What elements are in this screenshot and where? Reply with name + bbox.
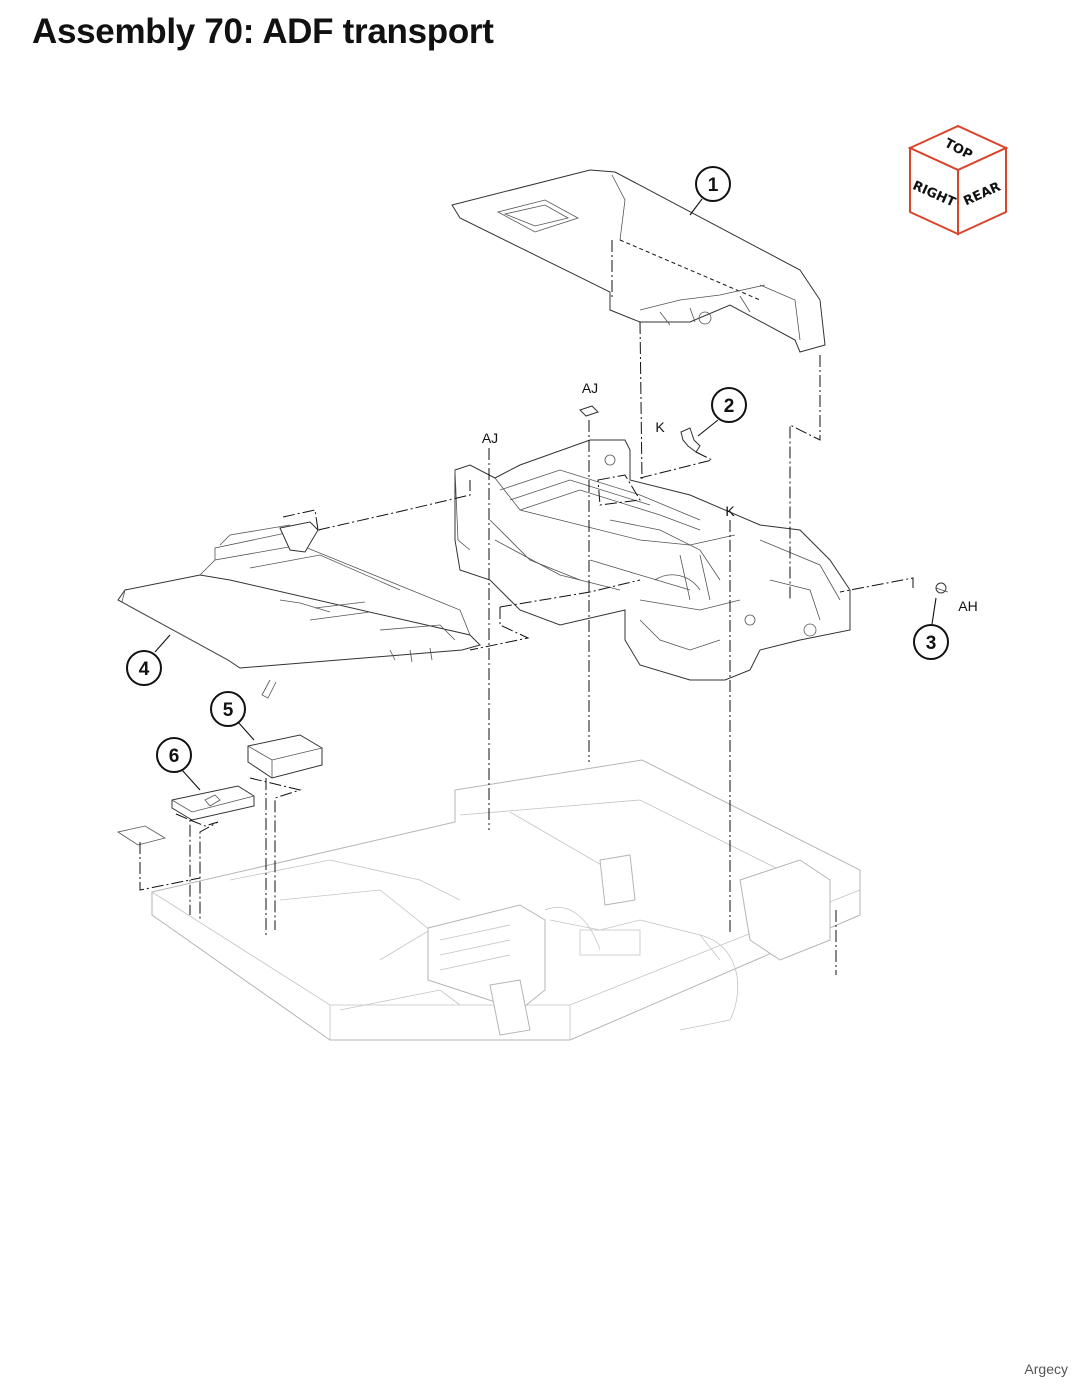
alignment-lines: [139, 240, 914, 975]
callout-3: 3: [913, 624, 949, 660]
callout-4: 4: [126, 650, 162, 686]
part-1-top-cover: [451, 169, 826, 353]
leader-lines: [154, 198, 937, 791]
callout-label: 3: [926, 633, 937, 654]
callout-label: 5: [223, 700, 234, 721]
ref-label-k-screw: K: [655, 419, 665, 435]
scanner-base: [151, 759, 861, 1041]
part-6-plate: [171, 785, 255, 821]
callout-label: 2: [724, 396, 735, 417]
page-title: Assembly 70: ADF transport: [32, 12, 494, 51]
callout-label: 4: [139, 659, 150, 680]
ref-label-k-center: K: [725, 503, 735, 519]
callout-2: 2: [711, 387, 747, 423]
callout-5: 5: [210, 691, 246, 727]
adf-transport-unit: [454, 439, 851, 681]
ref-label-ah: AH: [958, 598, 977, 614]
ref-label-aj-top: AJ: [582, 380, 598, 396]
part-3-clip: [935, 582, 949, 594]
callout-1: 1: [695, 166, 731, 202]
ref-label-aj-left: AJ: [482, 430, 498, 446]
part-2-bracket: [680, 427, 701, 453]
part-5-pad: [247, 734, 323, 779]
watermark: Argecy: [1024, 1361, 1068, 1377]
orientation-cube: TOP RIGHT REAR: [907, 124, 1009, 236]
callout-label: 1: [708, 175, 719, 196]
callout-6: 6: [156, 737, 192, 773]
callout-label: 6: [169, 746, 180, 767]
part-4-input-tray: [117, 521, 481, 699]
